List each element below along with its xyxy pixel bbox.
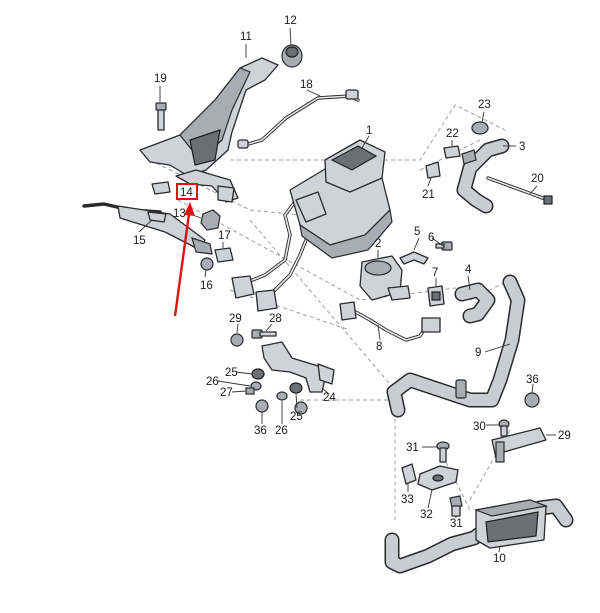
bolt-part-31: [498, 419, 510, 437]
hose-part-3: [456, 138, 510, 214]
label-32: 31: [406, 442, 419, 454]
label-2: 2: [375, 238, 381, 250]
label-22: 22: [446, 128, 459, 140]
label-34: 32: [420, 509, 433, 521]
label-9: 9: [475, 347, 481, 359]
hardware-parts-26-27: [245, 381, 288, 413]
label-4: 4: [465, 264, 472, 276]
nut-part-13: [200, 209, 221, 231]
label-26-right: 26: [275, 425, 288, 437]
label-33: 31: [450, 518, 463, 530]
clip-parts: [151, 181, 235, 203]
label-36-right: 36: [526, 374, 539, 386]
label-25-right: 25: [290, 411, 303, 423]
label-35: 33: [401, 494, 414, 506]
bolt-part-28: [251, 329, 277, 339]
nut-part-29: [230, 333, 244, 347]
label-25-left: 25: [225, 367, 238, 379]
highlight-arrow: [173, 213, 191, 317]
clip-part-21: [425, 161, 441, 179]
pipe-part-18: [237, 89, 360, 149]
nut-part-16: [200, 257, 214, 271]
cap-part-23: [471, 121, 489, 135]
highlight-arrow-head: [184, 202, 195, 216]
label-5: 5: [414, 226, 420, 238]
connector-part-17: [214, 247, 234, 263]
part-labels: 12 11 19 18 1 23 22 3 20 21 13 15 17 16 …: [133, 15, 571, 565]
label-36-left: 36: [254, 425, 267, 437]
label-7: 7: [432, 267, 438, 279]
plate-part-34: [417, 465, 459, 491]
leader-lines: [138, 27, 556, 553]
label-24: 24: [323, 392, 336, 404]
label-21: 21: [422, 189, 435, 201]
bracket-part-24: [261, 341, 335, 393]
label-16: 16: [200, 280, 213, 292]
label-14: 14: [180, 187, 193, 199]
label-10: 10: [493, 553, 506, 565]
hose-part-4: [454, 282, 496, 324]
rod-part-15: [82, 202, 213, 255]
label-30: 29: [558, 430, 571, 442]
sleeve-part-35: [401, 463, 417, 485]
nut-parts-36: [294, 392, 540, 415]
label-20: 20: [531, 173, 544, 185]
heater-unit-part-1: [231, 139, 393, 312]
label-28: 28: [269, 313, 282, 325]
label-3: 3: [519, 141, 525, 153]
label-12: 12: [284, 15, 297, 27]
label-23: 23: [478, 99, 491, 111]
label-19: 19: [154, 73, 167, 85]
cooler-part-10: [384, 498, 574, 574]
label-31: 30: [473, 421, 486, 433]
label-11: 11: [240, 31, 252, 43]
bolt-part-33: [449, 495, 463, 517]
label-26-left: 26: [206, 376, 219, 388]
label-27: 27: [220, 387, 233, 399]
clip-part-22: [443, 145, 461, 159]
label-18: 18: [300, 79, 313, 91]
screw-part-6: [435, 241, 453, 251]
clip-part-7: [427, 285, 445, 307]
sensor-wire-part-8: [339, 301, 441, 342]
highlight-part-14: 14: [173, 183, 198, 317]
clamp-part-5: [399, 251, 429, 265]
label-29: 29: [229, 313, 242, 325]
cable-tie-part-20: [486, 176, 553, 205]
pump-part-2: [359, 255, 411, 301]
grommet-parts-25: [251, 368, 303, 394]
highlight-box: [176, 183, 198, 200]
label-6: 6: [428, 232, 434, 244]
screw-part-32: [436, 441, 450, 463]
hose-part-9: [386, 274, 526, 418]
grommet-part-12: [281, 44, 303, 68]
bolt-part-19: [155, 102, 167, 131]
label-17: 17: [218, 230, 231, 242]
label-15: 15: [133, 235, 146, 247]
label-1: 1: [366, 125, 372, 137]
bracket-part-30: [491, 427, 547, 463]
label-8: 8: [376, 341, 382, 353]
label-13: 13: [173, 208, 186, 220]
